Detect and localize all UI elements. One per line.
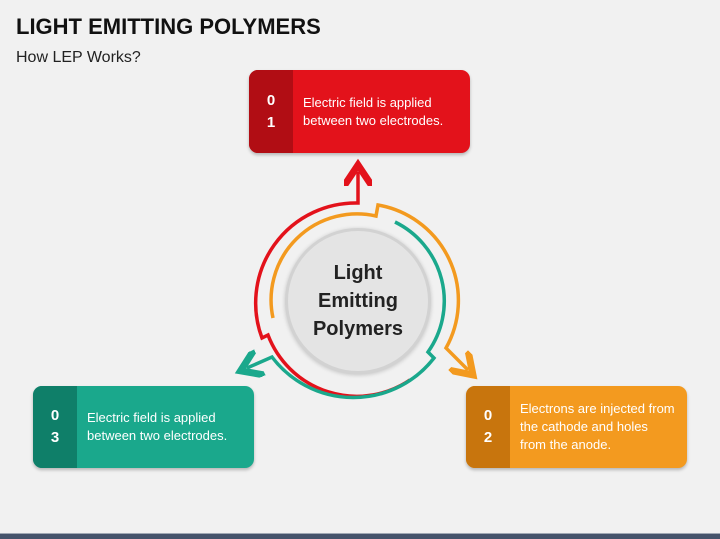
orange-arc-arrow xyxy=(269,202,468,370)
step-digit: 0 xyxy=(50,407,60,424)
step-digit: 1 xyxy=(266,113,276,131)
step-text: Electrons are injected from the cathode … xyxy=(520,401,675,452)
center-line-2: Emitting xyxy=(318,290,398,312)
step-digit: 0 xyxy=(483,407,493,424)
center-circle: Light Emitting Polymers xyxy=(285,228,431,374)
step-text: Electric field is applied between two el… xyxy=(303,94,444,128)
center-line-3: Polymers xyxy=(312,318,404,340)
center-line-1: Light xyxy=(333,262,383,284)
step-digit: 0 xyxy=(266,91,276,109)
slide-subtitle: How LEP Works? xyxy=(16,49,141,66)
step-text: Electric field is applied between two el… xyxy=(87,410,228,443)
teal-arc-arrow xyxy=(247,220,447,400)
step-digit: 2 xyxy=(483,429,493,446)
step-digit: 3 xyxy=(50,429,60,446)
slide-title: LIGHT EMITTING POLYMERS xyxy=(16,14,321,39)
bottom-bar xyxy=(0,533,720,539)
